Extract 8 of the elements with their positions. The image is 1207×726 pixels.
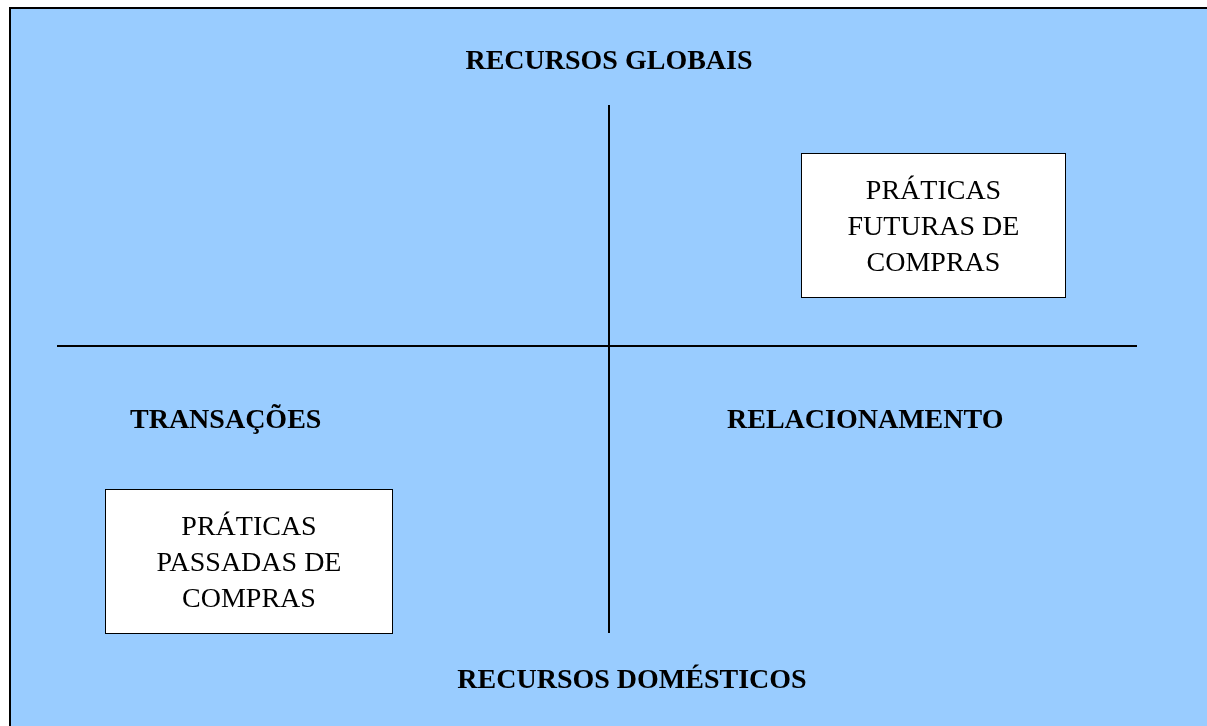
quadrant-label: RELACIONAMENTO	[727, 403, 1004, 435]
axis-label: RECURSOS GLOBAIS	[465, 44, 753, 76]
box-text: PRÁTICAS FUTURAS DE COMPRAS	[846, 172, 1021, 279]
axis-label: RECURSOS DOMÉSTICOS	[457, 663, 807, 695]
text-box	[105, 489, 393, 634]
text-box	[801, 153, 1066, 298]
box-text: PRÁTICAS PASSADAS DE COMPRAS	[155, 508, 343, 615]
quadrant-label: TRANSAÇÕES	[130, 403, 322, 435]
